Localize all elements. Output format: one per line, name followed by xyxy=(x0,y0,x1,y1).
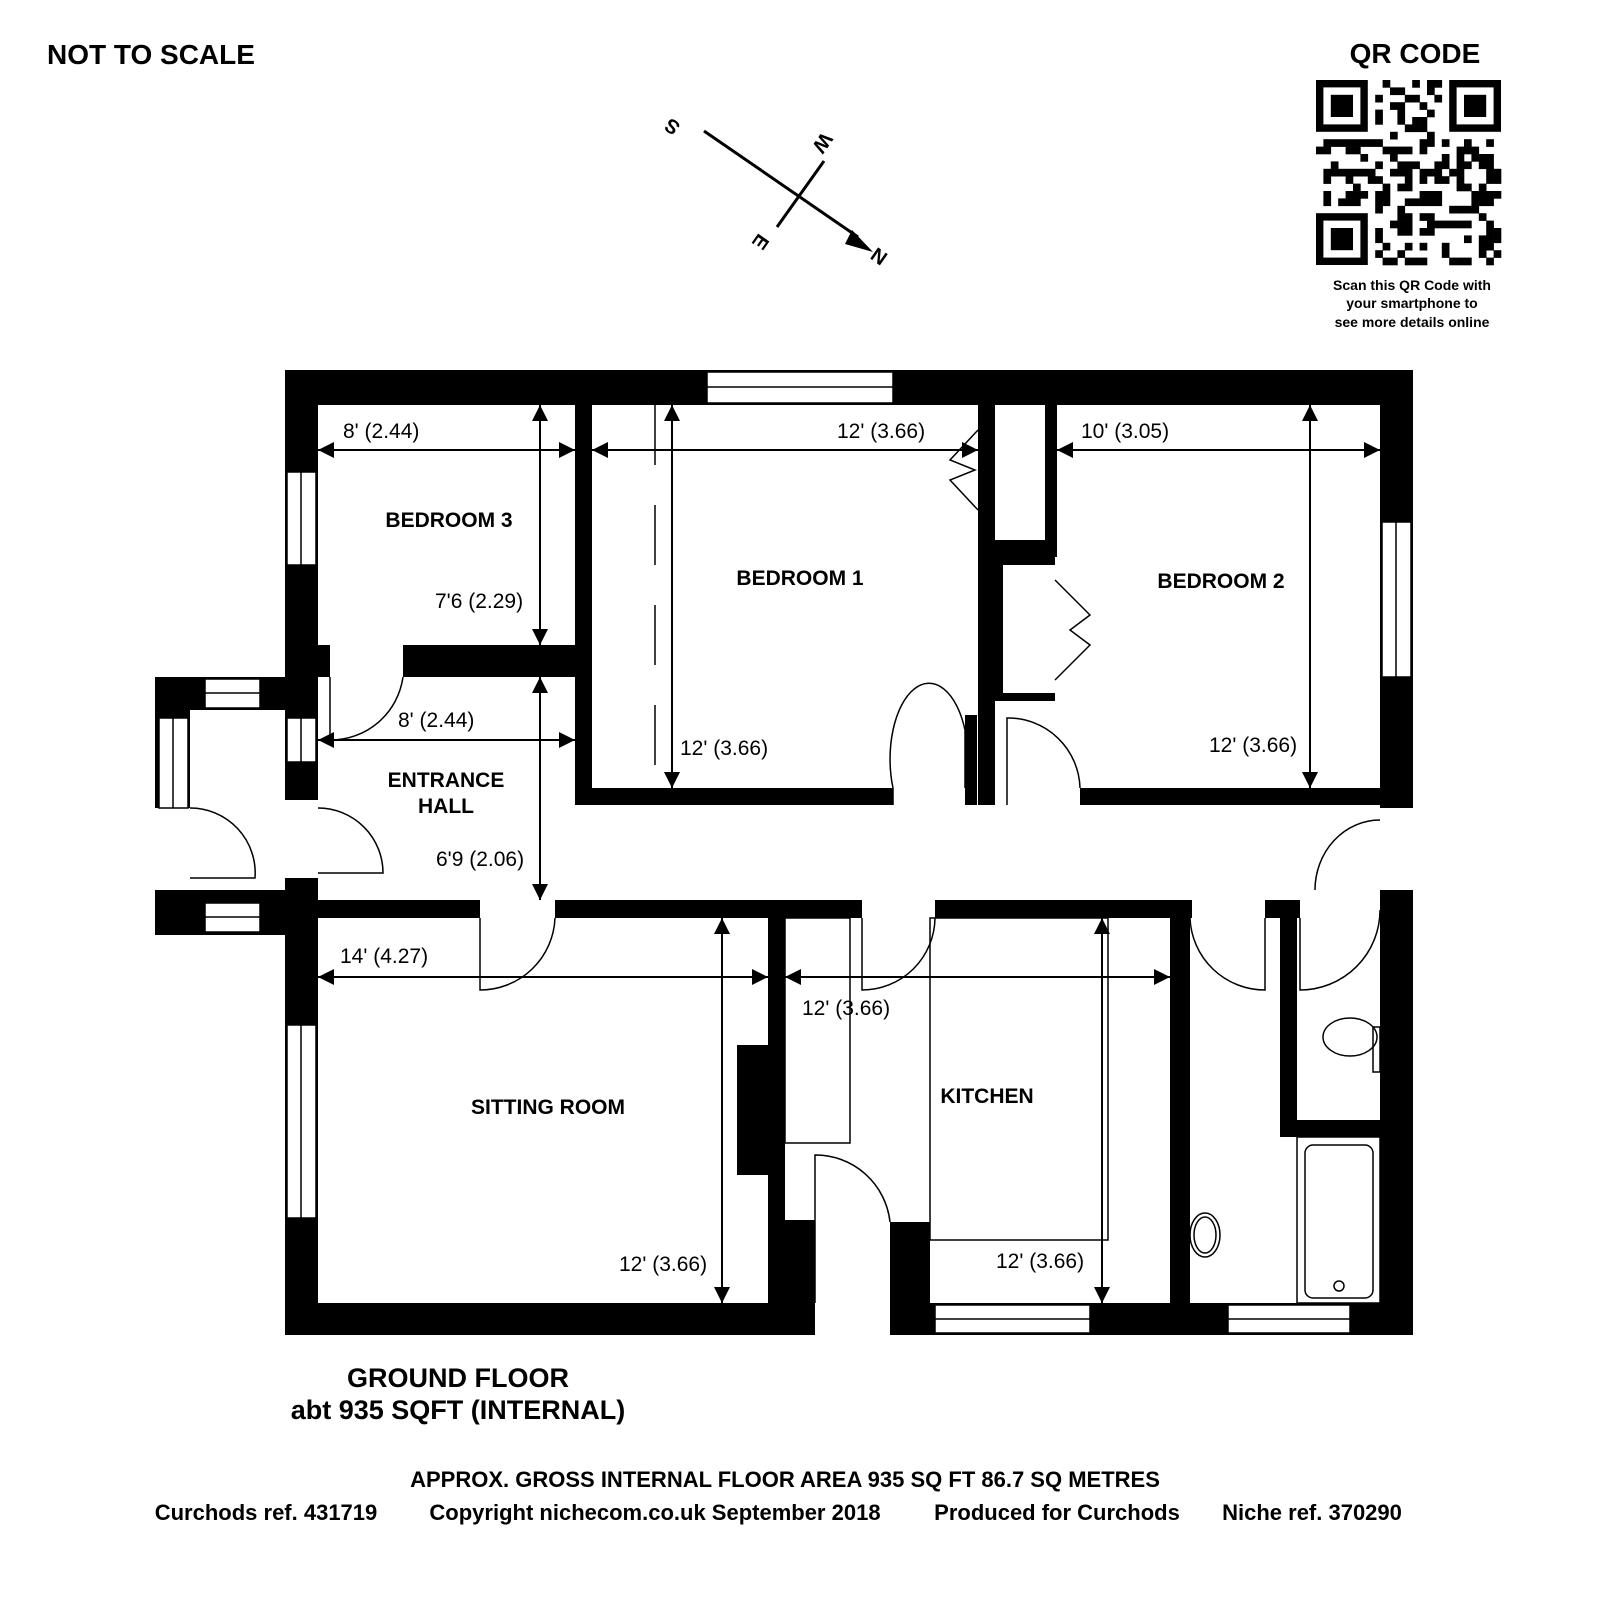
footer-curchods-ref: Curchods ref. 431719 xyxy=(155,1500,378,1525)
dim-bedroom-1-width: 12' (3.66) xyxy=(837,420,925,443)
walls xyxy=(155,370,1413,1335)
compass-icon: S W E N xyxy=(661,113,891,270)
dim-kitchen-width: 12' (3.66) xyxy=(802,997,890,1020)
room-label-entrance-hall: ENTRANCE xyxy=(388,769,505,792)
bath-icon xyxy=(1296,1136,1381,1304)
windows xyxy=(158,371,1412,1334)
compass-east: E xyxy=(747,230,773,254)
room-label-bedroom-2: BEDROOM 2 xyxy=(1157,570,1284,593)
compass-south: S xyxy=(661,113,685,139)
sink-icon xyxy=(1189,1212,1221,1258)
room-label-kitchen: KITCHEN xyxy=(940,1085,1033,1108)
footer-area: APPROX. GROSS INTERNAL FLOOR AREA 935 SQ… xyxy=(410,1467,1160,1492)
dim-bedroom-1-height: 12' (3.66) xyxy=(680,737,768,760)
not-to-scale-label: NOT TO SCALE xyxy=(47,39,255,70)
compass-west: W xyxy=(807,128,836,156)
dim-bedroom-2-width: 10' (3.05) xyxy=(1081,420,1169,443)
footer-produced: Produced for Curchods xyxy=(934,1500,1180,1525)
footer-niche-ref: Niche ref. 370290 xyxy=(1222,1500,1402,1525)
dim-sitting-height: 12' (3.66) xyxy=(619,1253,707,1276)
dimension-lines xyxy=(318,405,1380,1303)
kitchen-worktop xyxy=(784,917,851,1144)
dim-sitting-width: 14' (4.27) xyxy=(340,945,428,968)
floor-name: GROUND FLOOR xyxy=(347,1363,569,1393)
room-label-entrance-hall: HALL xyxy=(418,795,474,818)
qr-code[interactable] xyxy=(1316,80,1502,266)
dim-bedroom-2-height: 12' (3.66) xyxy=(1209,734,1297,757)
compass-north: N xyxy=(866,244,890,270)
qr-caption-line: your smartphone to xyxy=(1346,295,1477,311)
room-label-bedroom-1: BEDROOM 1 xyxy=(736,567,864,590)
floor-area: abt 935 SQFT (INTERNAL) xyxy=(291,1395,626,1425)
kitchen-worktop xyxy=(929,917,1109,1241)
footer-copyright: Copyright nichecom.co.uk September 2018 xyxy=(429,1500,880,1525)
dim-kitchen-height: 12' (3.66) xyxy=(996,1250,1084,1273)
toilet-icon xyxy=(1322,1017,1378,1057)
dim-bedroom-3-height: 7'6 (2.29) xyxy=(435,590,523,613)
qr-title: QR CODE xyxy=(1350,38,1481,69)
dim-hall-height: 6'9 (2.06) xyxy=(436,848,524,871)
qr-caption-line: see more details online xyxy=(1335,314,1490,330)
qr-caption-line: Scan this QR Code with xyxy=(1333,277,1491,293)
room-label-bedroom-3: BEDROOM 3 xyxy=(385,509,512,532)
room-label-sitting-room: SITTING ROOM xyxy=(471,1096,625,1119)
dim-hall-width: 8' (2.44) xyxy=(398,709,474,732)
dim-bedroom-3-width: 8' (2.44) xyxy=(343,420,419,443)
